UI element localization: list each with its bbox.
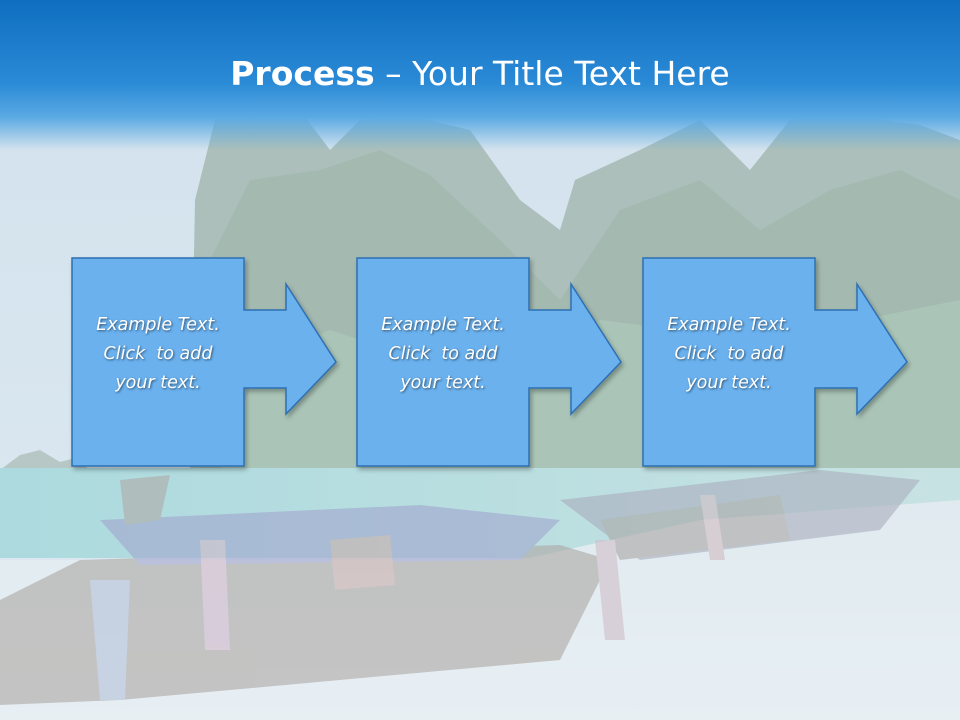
step-text-line: Click to add bbox=[388, 344, 498, 364]
right-arrow-icon bbox=[642, 257, 908, 467]
title-bold-word: Process bbox=[230, 54, 375, 93]
step-text-line: Example Text. bbox=[96, 315, 220, 335]
header-band bbox=[0, 0, 960, 150]
step-text-line: your text. bbox=[686, 373, 772, 393]
process-step-1[interactable] bbox=[71, 257, 337, 467]
step-3-text[interactable]: Example Text. Click to add your text. bbox=[643, 311, 815, 398]
step-text-line: Example Text. bbox=[667, 315, 791, 335]
step-text-line: Example Text. bbox=[381, 315, 505, 335]
slide-title[interactable]: Process – Your Title Text Here bbox=[0, 52, 960, 96]
step-text-line: your text. bbox=[115, 373, 201, 393]
step-text-line: your text. bbox=[400, 373, 486, 393]
step-2-text[interactable]: Example Text. Click to add your text. bbox=[357, 311, 529, 398]
title-rest: – Your Title Text Here bbox=[374, 54, 730, 93]
step-text-line: Click to add bbox=[103, 344, 213, 364]
step-1-text[interactable]: Example Text. Click to add your text. bbox=[72, 311, 244, 398]
process-step-3[interactable] bbox=[642, 257, 908, 467]
process-step-2[interactable] bbox=[356, 257, 622, 467]
right-arrow-icon bbox=[356, 257, 622, 467]
right-arrow-icon bbox=[71, 257, 337, 467]
step-text-line: Click to add bbox=[674, 344, 784, 364]
